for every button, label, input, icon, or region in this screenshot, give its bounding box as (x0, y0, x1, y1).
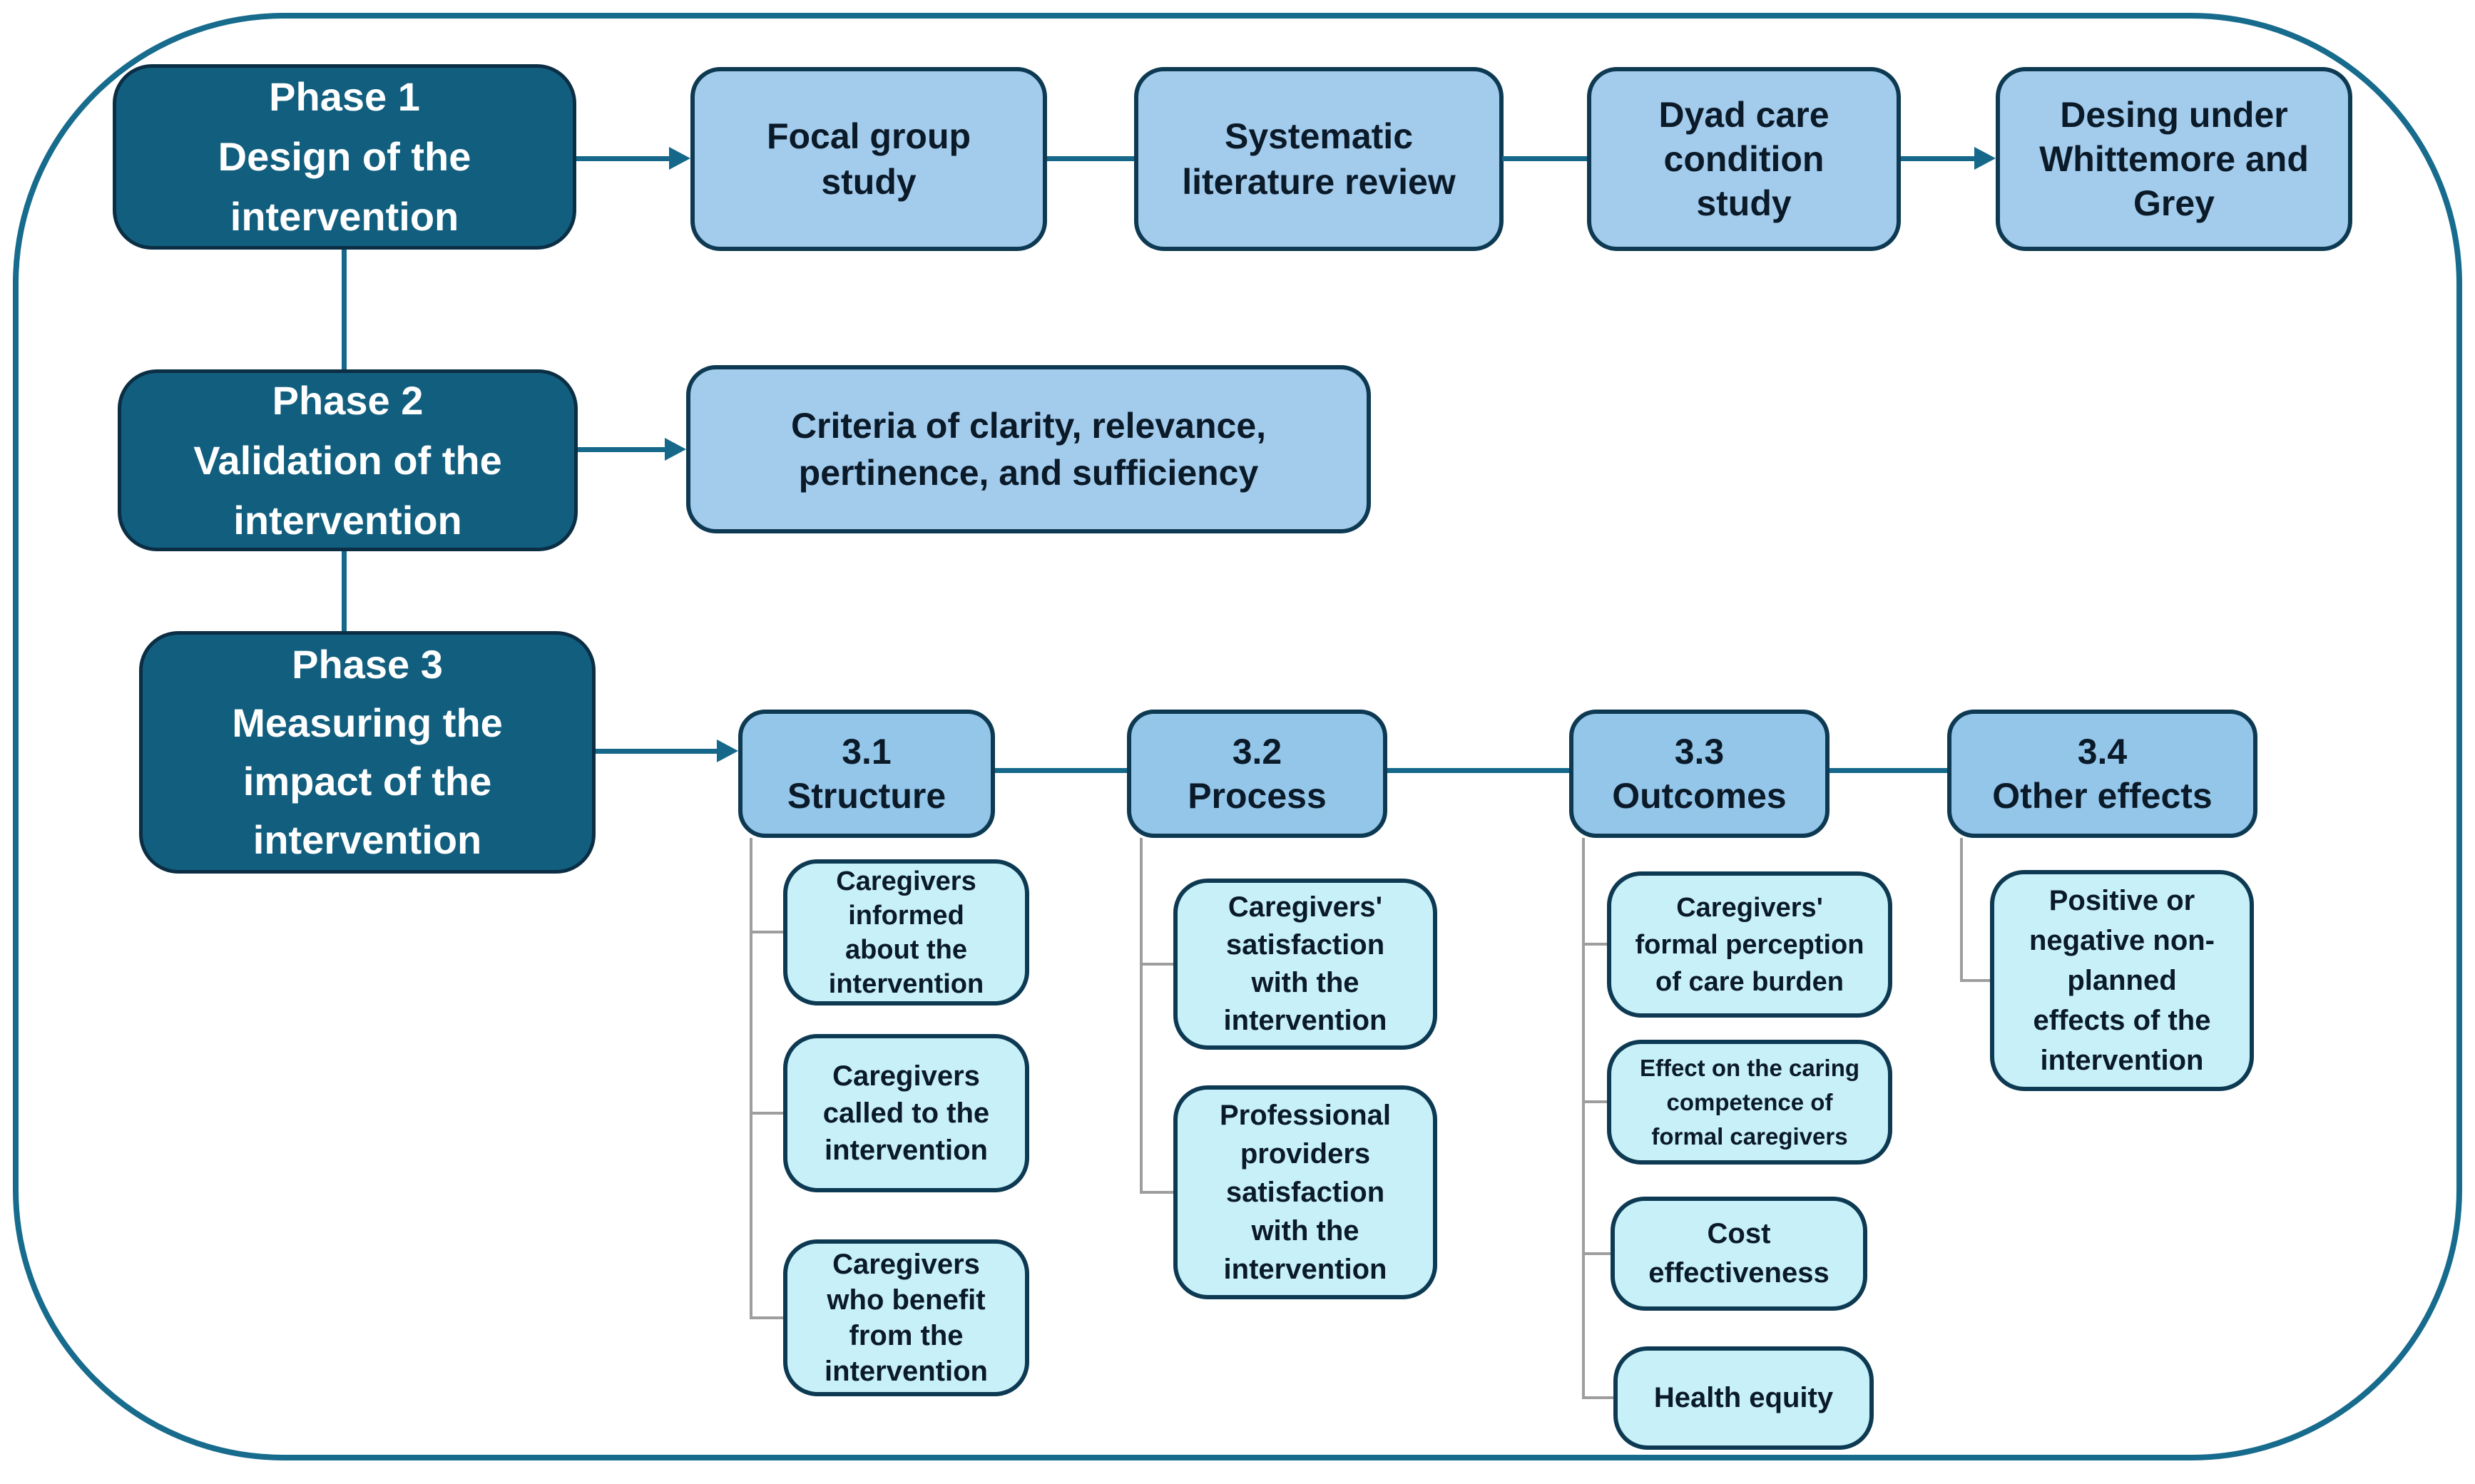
phase-3-box: Phase 3 Measuring the impact of the inte… (139, 631, 596, 874)
phase-1-label: Phase 1 Design of the intervention (218, 74, 471, 239)
connector-phase2-to-criteria-line (578, 447, 666, 452)
diagram-outer-border (13, 13, 2462, 1460)
connector-structure-to-process-line (995, 768, 1127, 773)
header-other-effects-label: 3.4 Other effects (1992, 732, 2213, 816)
connector-phase1-to-focal-line (576, 156, 670, 161)
outcomes-item-equity-label: Health equity (1653, 1382, 1834, 1413)
dyad-care-condition-study-box: Dyad care condition study (1587, 67, 1901, 251)
connector-outcomes-to-other-line (1830, 768, 1947, 773)
connector-dyad-to-whittemore-line (1901, 156, 1976, 161)
phase-3-label: Phase 3 Measuring the impact of the inte… (232, 642, 503, 862)
tree-outcomes-stub-cost (1582, 1252, 1611, 1255)
header-outcomes-label: 3.3 Outcomes (1612, 732, 1787, 816)
header-structure-label: 3.1 Structure (787, 732, 946, 816)
process-item-caregiver-satisfaction-label: Caregivers' satisfaction with the interv… (1223, 891, 1387, 1036)
connector-phase1-to-focal-arrowhead (669, 147, 690, 170)
other-item-nonplanned-box: Positive or negative non- planned effect… (1990, 870, 2254, 1091)
validation-criteria-box: Criteria of clarity, relevance, pertinen… (686, 365, 1371, 533)
process-item-caregiver-satisfaction-box: Caregivers' satisfaction with the interv… (1173, 879, 1437, 1050)
connector-systematic-to-dyad-line (1502, 156, 1587, 161)
systematic-literature-review-box: Systematic literature review (1134, 67, 1504, 251)
tree-outcomes-stub-equity (1582, 1396, 1613, 1399)
connector-focal-to-systematic-line (1047, 156, 1134, 161)
outcomes-item-burden-box: Caregivers' formal perception of care bu… (1607, 871, 1892, 1018)
tree-outcomes-vertical-line (1582, 838, 1585, 1399)
tree-outcomes-stub-burden (1582, 943, 1607, 946)
structure-item-benefit-box: Caregivers who benefit from the interven… (783, 1239, 1029, 1396)
tree-structure-stub-benefit (750, 1316, 783, 1319)
tree-other-vertical-line (1960, 838, 1963, 982)
validation-criteria-label: Criteria of clarity, relevance, pertinen… (790, 406, 1267, 493)
tree-structure-stub-informed (750, 931, 783, 933)
phase-2-label: Phase 2 Validation of the intervention (193, 377, 502, 543)
header-process-label: 3.2 Process (1188, 732, 1327, 816)
process-item-provider-satisfaction-box: Professional providers satisfaction with… (1173, 1085, 1437, 1299)
other-item-nonplanned-label: Positive or negative non- planned effect… (2029, 885, 2215, 1076)
header-process-box: 3.2 Process (1127, 710, 1387, 838)
structure-item-called-label: Caregivers called to the intervention (822, 1060, 990, 1166)
outcomes-item-cost-box: Cost effectiveness (1611, 1197, 1867, 1311)
structure-item-benefit-label: Caregivers who benefit from the interven… (825, 1249, 988, 1387)
header-outcomes-box: 3.3 Outcomes (1569, 710, 1830, 838)
tree-structure-vertical-line (750, 838, 752, 1319)
header-other-effects-box: 3.4 Other effects (1947, 710, 2257, 838)
tree-process-stub-caregiver-satisfaction (1140, 963, 1173, 966)
connector-phase1-to-phase2-line (342, 250, 347, 369)
focal-group-study-label: Focal group study (766, 116, 971, 202)
outcomes-item-competence-label: Effect on the caring competence of forma… (1639, 1054, 1860, 1150)
dyad-care-condition-study-label: Dyad care condition study (1658, 95, 1830, 223)
connector-dyad-to-whittemore-arrowhead (1974, 147, 1996, 170)
tree-process-vertical-line (1140, 838, 1143, 1194)
process-item-provider-satisfaction-label: Professional providers satisfaction with… (1219, 1100, 1392, 1285)
connector-phase2-to-phase3-line (342, 551, 347, 631)
structure-item-called-box: Caregivers called to the intervention (783, 1034, 1029, 1192)
outcomes-item-cost-label: Cost effectiveness (1648, 1218, 1830, 1289)
tree-process-stub-provider-satisfaction (1140, 1191, 1173, 1194)
structure-item-informed-box: Caregivers informed about the interventi… (783, 859, 1029, 1005)
header-structure-box: 3.1 Structure (738, 710, 995, 838)
focal-group-study-box: Focal group study (690, 67, 1047, 251)
phase-1-box: Phase 1 Design of the intervention (113, 64, 576, 250)
outcomes-item-competence-box: Effect on the caring competence of forma… (1607, 1040, 1892, 1165)
systematic-literature-review-label: Systematic literature review (1182, 116, 1456, 202)
tree-other-stub-nonplanned (1960, 979, 1990, 982)
phase-2-box: Phase 2 Validation of the intervention (118, 369, 578, 551)
connector-phase2-to-criteria-arrowhead (665, 438, 686, 461)
structure-item-informed-label: Caregivers informed about the interventi… (828, 866, 984, 999)
outcomes-item-equity-box: Health equity (1613, 1346, 1874, 1450)
connector-process-to-outcomes-line (1387, 768, 1569, 773)
design-whittemore-grey-label: Desing under Whittemore and Grey (2039, 95, 2309, 223)
outcomes-item-burden-label: Caregivers' formal perception of care bu… (1635, 892, 1864, 997)
tree-outcomes-stub-competence (1582, 1100, 1607, 1103)
tree-structure-stub-called (750, 1112, 783, 1115)
connector-phase3-to-structure-line (596, 749, 718, 754)
connector-phase3-to-structure-arrowhead (717, 740, 738, 762)
design-whittemore-grey-box: Desing under Whittemore and Grey (1996, 67, 2352, 251)
